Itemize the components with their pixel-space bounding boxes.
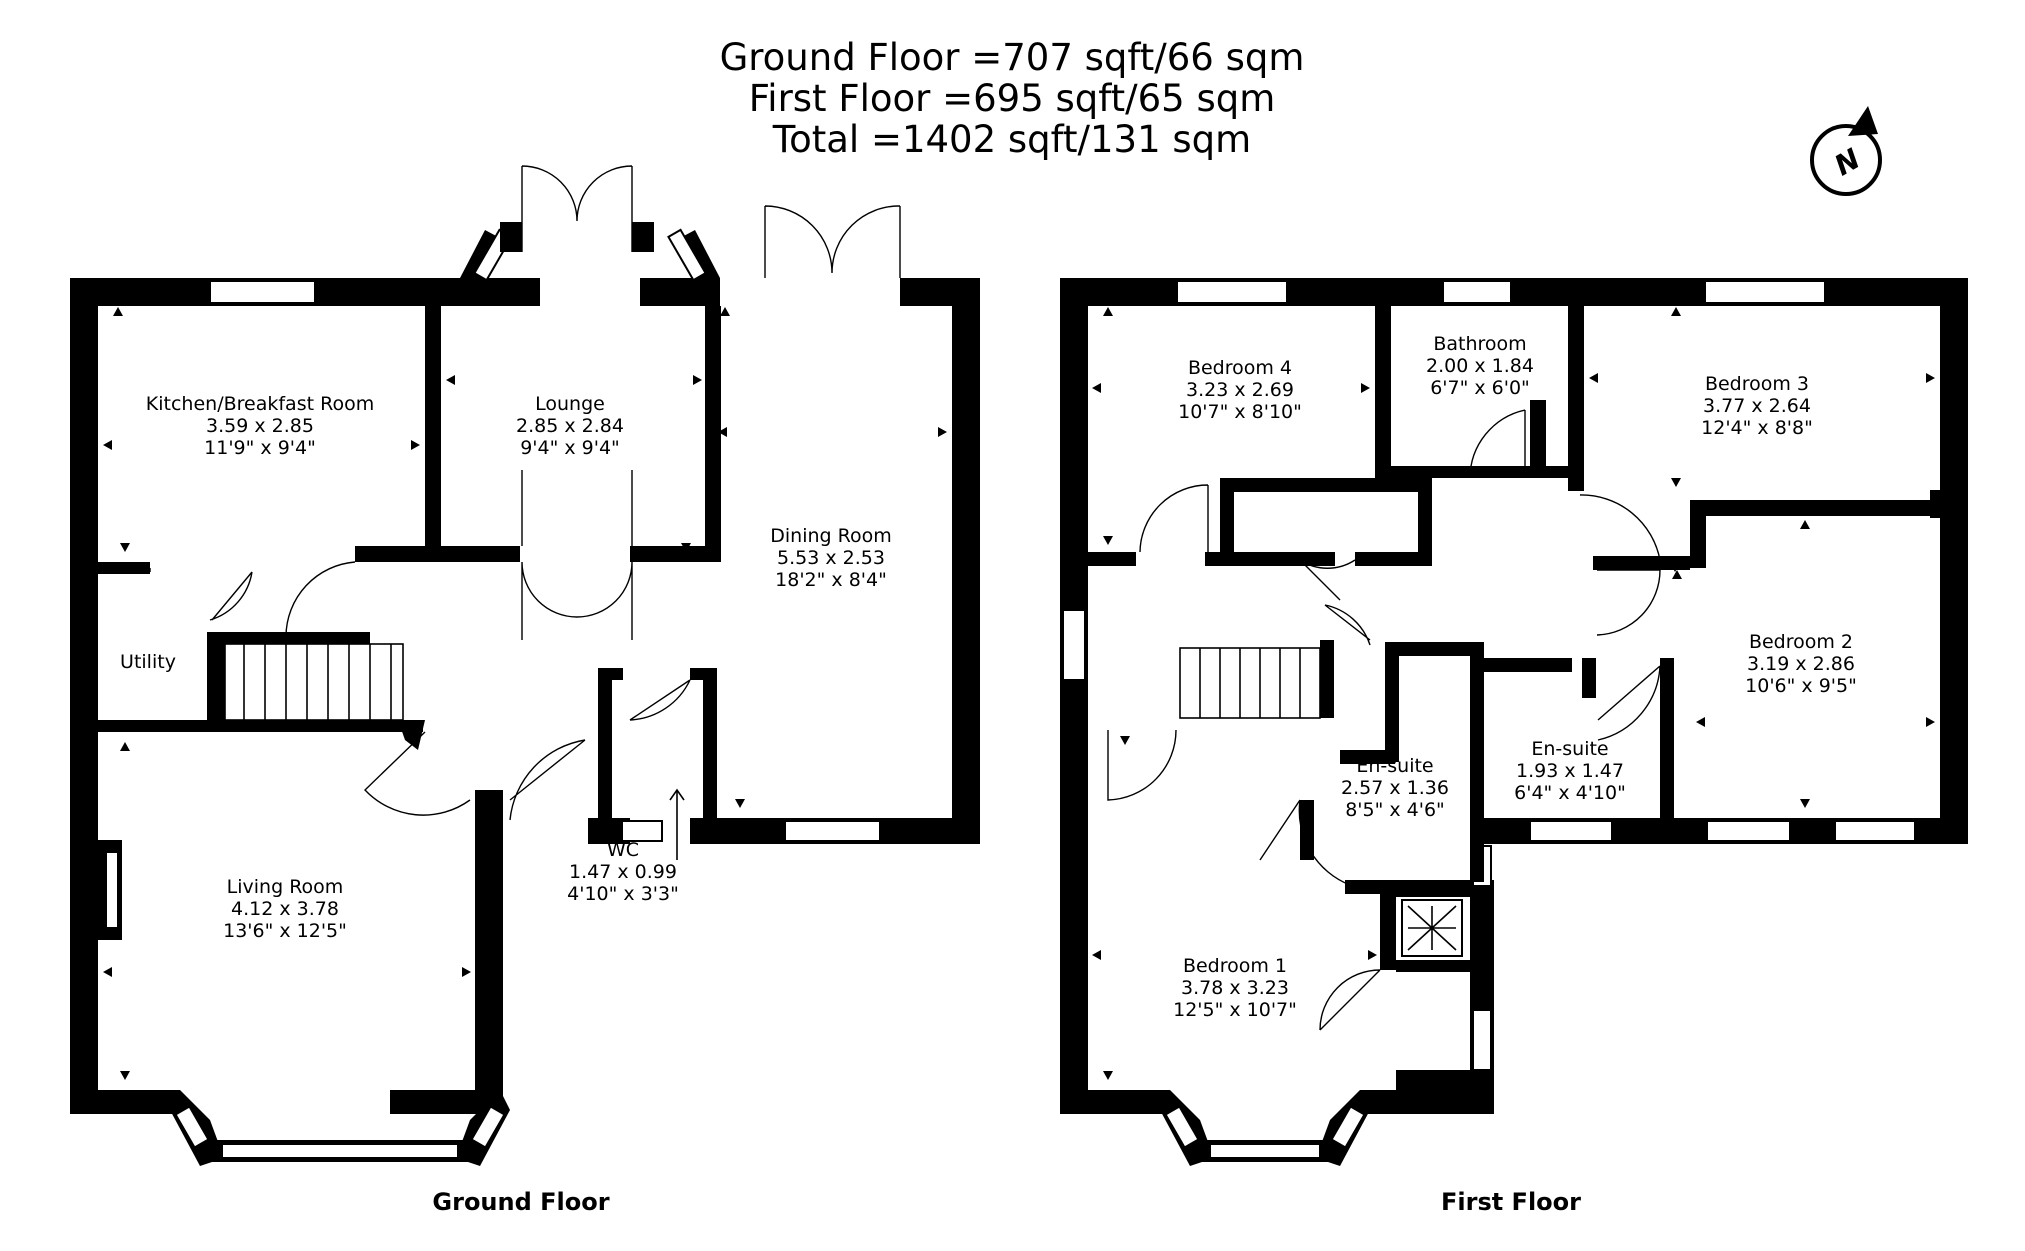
room-imperial: 11'9" x 9'4" [204,437,316,459]
room-imperial: 4'10" x 3'3" [567,883,679,905]
room-bedroom-3: Bedroom 3 3.77 x 2.64 12'4" x 8'8" [1701,373,1813,439]
room-imperial: 12'4" x 8'8" [1701,417,1813,439]
north-arrow-icon: N [1810,106,1882,196]
room-name: En-suite [1356,755,1433,777]
room-metric: 3.59 x 2.85 [206,415,314,437]
room-name: Bedroom 3 [1705,373,1809,395]
area-summary: Ground Floor =707 sqft/66 sqm First Floo… [720,36,1305,161]
room-bathroom: Bathroom 2.00 x 1.84 6'7" x 6'0" [1426,333,1534,399]
room-metric: 3.78 x 3.23 [1181,977,1289,999]
room-metric: 5.53 x 2.53 [777,547,885,569]
room-name: Bedroom 4 [1188,357,1292,379]
room-en-suite-1: En-suite 2.57 x 1.36 8'5" x 4'6" [1341,755,1449,821]
room-metric: 3.23 x 2.69 [1186,379,1294,401]
room-dining: Dining Room 5.53 x 2.53 18'2" x 8'4" [770,525,891,591]
room-imperial: 18'2" x 8'4" [775,569,887,591]
room-lounge: Lounge 2.85 x 2.84 9'4" x 9'4" [516,393,624,459]
room-imperial: 8'5" x 4'6" [1345,799,1445,821]
first-floor-plan [1060,278,1968,1166]
room-imperial: 6'7" x 6'0" [1430,377,1530,399]
room-name: Dining Room [770,525,891,547]
room-imperial: 9'4" x 9'4" [520,437,620,459]
ground-floor-area: Ground Floor =707 sqft/66 sqm [720,36,1305,79]
room-metric: 2.85 x 2.84 [516,415,624,437]
room-kitchen: Kitchen/Breakfast Room 3.59 x 2.85 11'9"… [146,393,374,459]
room-metric: 1.47 x 0.99 [569,861,677,883]
room-name: Lounge [535,393,605,415]
room-bedroom-4: Bedroom 4 3.23 x 2.69 10'7" x 8'10" [1178,357,1302,423]
room-imperial: 10'7" x 8'10" [1178,401,1302,423]
ground-floor-caption: Ground Floor [432,1188,609,1216]
room-imperial: 10'6" x 9'5" [1745,675,1857,697]
room-metric: 1.93 x 1.47 [1516,760,1624,782]
room-name: En-suite [1531,738,1608,760]
room-name: Bedroom 2 [1749,631,1853,653]
total-area: Total =1402 sqft/131 sqm [772,118,1251,161]
room-metric: 2.57 x 1.36 [1341,777,1449,799]
room-name: WC [607,839,639,861]
room-utility: Utility [120,651,176,673]
room-metric: 3.19 x 2.86 [1747,653,1855,675]
room-metric: 4.12 x 3.78 [231,898,339,920]
room-wc: WC 1.47 x 0.99 4'10" x 3'3" [567,839,679,905]
room-imperial: 12'5" x 10'7" [1173,999,1297,1021]
first-floor-area: First Floor =695 sqft/65 sqm [749,77,1276,120]
room-living: Living Room 4.12 x 3.78 13'6" x 12'5" [223,876,347,942]
first-floor-caption: First Floor [1441,1188,1581,1216]
room-metric: 3.77 x 2.64 [1703,395,1811,417]
room-name: Kitchen/Breakfast Room [146,393,374,415]
ground-floor-plan [70,165,980,1166]
room-name: Bedroom 1 [1183,955,1287,977]
room-bedroom-2: Bedroom 2 3.19 x 2.86 10'6" x 9'5" [1745,631,1857,697]
room-name: Living Room [227,876,344,898]
room-name: Utility [120,651,176,673]
room-bedroom-1: Bedroom 1 3.78 x 3.23 12'5" x 10'7" [1173,955,1297,1021]
room-imperial: 6'4" x 4'10" [1514,782,1626,804]
room-imperial: 13'6" x 12'5" [223,920,347,942]
room-metric: 2.00 x 1.84 [1426,355,1534,377]
room-en-suite-2: En-suite 1.93 x 1.47 6'4" x 4'10" [1514,738,1626,804]
room-name: Bathroom [1433,333,1526,355]
